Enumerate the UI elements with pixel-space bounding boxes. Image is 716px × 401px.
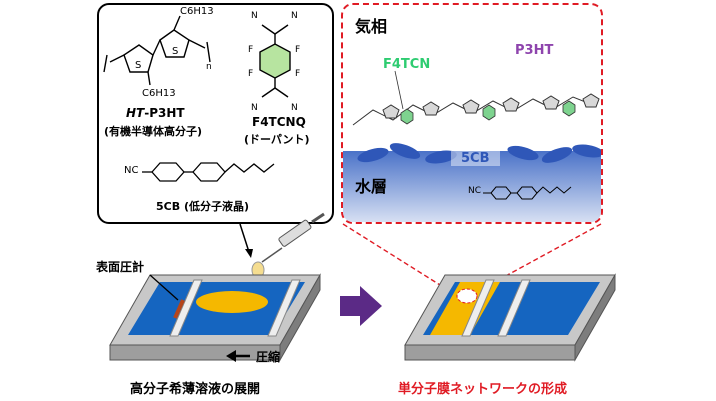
compression-arrowhead [226,350,236,362]
p3ht-substituent-bottom: C6H13 [142,88,176,99]
f4tcnq-structure [259,24,291,98]
5cb-label: 5CB [451,151,500,166]
water-layer-fill [343,151,601,222]
compression-label: 圧縮 [256,350,281,364]
gauge-pointer [149,274,179,301]
left-caption: 高分子希薄溶液の展開 [130,382,261,397]
f4-n2: N [291,11,298,21]
f4-f2: F [295,45,300,55]
f4-n1: N [251,11,258,21]
5cb-name: 5CB (低分子液晶) [156,200,249,213]
5cb-structure [142,162,275,182]
5cb-ellipses [357,143,601,164]
pointer-arrowhead [245,249,253,258]
p3ht-suffix: -P3HT [144,106,185,120]
f4-n4: N [291,103,298,113]
trough-left [109,273,321,362]
f4-f1: F [248,45,253,55]
trough-right [404,273,616,362]
process-arrow [340,286,382,326]
interface-zoom-panel: 気相 水層 F4TCN P3HT 5CB NC [341,3,603,224]
5cb-small [483,186,572,200]
f4-n3: N [251,103,258,113]
f4-f4: F [295,69,300,79]
f4tcn-pointer [394,70,404,110]
right-caption: 単分子膜ネットワークの形成 [398,382,568,397]
water-layer-label: 水層 [355,177,388,196]
zoom-connector-left [342,223,449,291]
interface-drawing [343,70,601,222]
f4tcn-molecules [400,100,576,125]
p3ht-name: HT-P3HT [126,106,185,120]
f4tcnq-name: F4TCNQ [252,115,306,129]
p3ht-label: P3HT [515,43,554,58]
polymer-chains [352,93,600,126]
p3ht-substituent-top: C6H13 [180,6,214,17]
nc-label: NC [468,186,482,196]
f4tcnq-desc: (ドーパント) [244,133,310,146]
pointer-line [239,223,250,253]
5cb-group: NC [124,165,139,176]
p3ht-prefix: HT [126,106,145,120]
gas-phase-label: 気相 [355,17,388,36]
p3ht-structure [103,15,211,86]
p3ht-desc: (有機半導体高分子) [104,125,203,138]
f4tcn-label: F4TCN [383,57,431,72]
s-atom-2: S [172,46,178,57]
f4-f3: F [248,69,253,79]
molecule-structures-panel [97,3,334,224]
syringe-icon [251,212,325,279]
s-atom-1: S [135,60,141,71]
pressure-gauge-label: 表面圧計 [96,260,145,274]
p3ht-repeat: n [206,62,212,72]
